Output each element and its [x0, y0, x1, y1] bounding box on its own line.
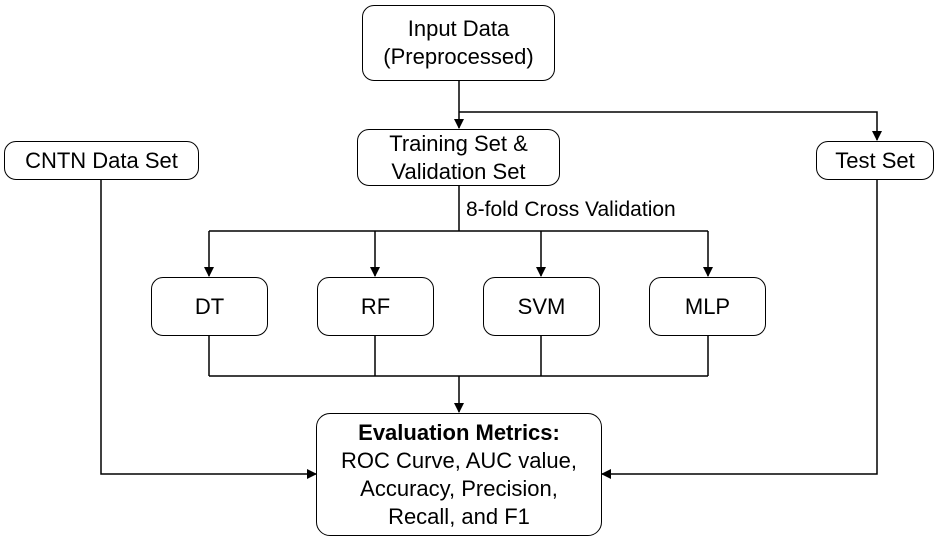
edge-input-to-test [459, 111, 882, 141]
node-training-line-1: Training Set & [389, 130, 528, 156]
node-mlp: MLP [649, 277, 766, 336]
node-cntn-data-set: CNTN Data Set [4, 141, 199, 180]
node-evaluation-line-3: Recall, and F1 [388, 503, 530, 529]
node-rf: RF [317, 277, 434, 336]
edge-label-cross-validation: 8-fold Cross Validation [466, 198, 676, 221]
node-training-line-2: Validation Set [391, 158, 526, 184]
node-input-data-line-1: Input Data [407, 16, 510, 41]
node-evaluation-metrics: Evaluation Metrics: ROC Curve, AUC value… [316, 413, 602, 536]
node-rf-label: RF [360, 293, 391, 319]
node-evaluation-line-2: Accuracy, Precision, [360, 475, 558, 501]
node-svm-label: SVM [517, 293, 566, 319]
edge-test-to-evaluation [601, 180, 878, 479]
node-evaluation-title: Evaluation Metrics: [358, 419, 560, 445]
node-input-data: Input Data (Preprocessed) [362, 5, 555, 81]
node-evaluation-line-1: ROC Curve, AUC value, [341, 447, 577, 473]
node-input-data-line-2: (Preprocessed) [383, 44, 534, 69]
node-training-validation-set: Training Set & Validation Set [357, 129, 560, 186]
node-dt-label: DT [194, 293, 225, 319]
node-svm: SVM [483, 277, 600, 336]
node-dt: DT [151, 277, 268, 336]
node-cntn-label: CNTN Data Set [25, 147, 178, 173]
edge-cntn-to-evaluation [100, 180, 317, 479]
node-mlp-label: MLP [684, 293, 731, 319]
node-test-set: Test Set [816, 141, 934, 180]
node-test-label: Test Set [835, 147, 915, 173]
